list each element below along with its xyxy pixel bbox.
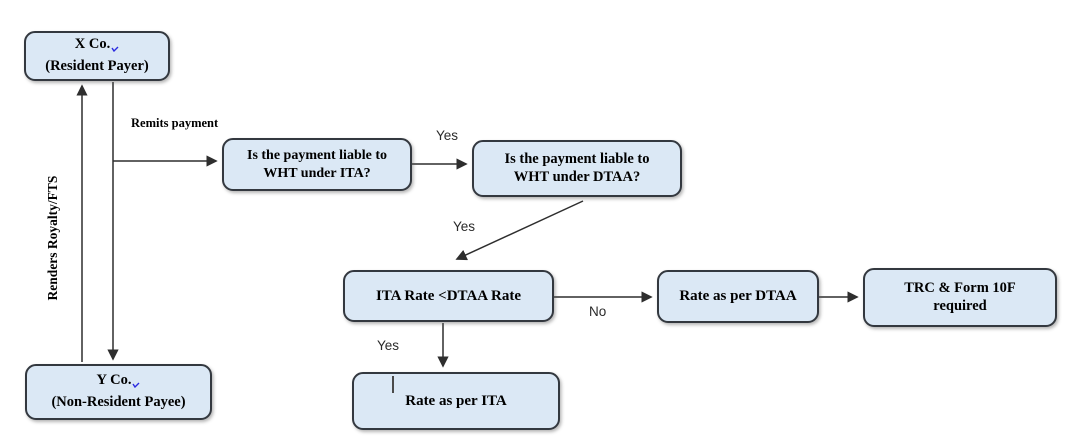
edge-label-yes-dtaa-to-compare: Yes xyxy=(453,219,476,234)
node-y-co: Y Co. (Non-Resident Payee) xyxy=(25,364,212,420)
node-x-co-title: X Co. xyxy=(75,36,119,58)
node-x-co-subtitle: (Resident Payer) xyxy=(45,58,149,74)
node-trc-form-10f: TRC & Form 10F required xyxy=(863,268,1057,327)
edge-label-yes-ita-to-dtaa: Yes xyxy=(436,128,459,143)
node-y-co-subtitle: (Non-Resident Payee) xyxy=(51,394,186,410)
node-rate-as-per-dtaa: Rate as per DTAA xyxy=(657,270,819,323)
spellcheck-squiggle-icon xyxy=(111,40,119,58)
node-compare-rates: ITA Rate <DTAA Rate xyxy=(343,270,554,322)
edge-label-no-compare-to-rate-dtaa: No xyxy=(589,304,607,319)
arrow-qdtaa-to-compare xyxy=(455,200,584,261)
spellcheck-squiggle-icon xyxy=(132,376,140,394)
edge-label-renders-royalty: Renders Royalty/FTS xyxy=(45,175,60,301)
node-y-co-title: Y Co. xyxy=(97,372,141,394)
node-rate-as-per-ita: Rate as per ITA xyxy=(352,372,560,430)
node-question-wht-dtaa: Is the payment liable to WHT under DTAA? xyxy=(472,140,682,197)
node-x-co: X Co. (Resident Payer) xyxy=(24,31,170,81)
node-question-wht-ita: Is the payment liable to WHT under ITA? xyxy=(222,138,412,191)
edge-label-yes-compare-to-rate-ita: Yes xyxy=(377,338,400,353)
edge-label-remits-payment: Remits payment xyxy=(131,116,219,130)
text-cursor-artifact xyxy=(392,376,394,393)
